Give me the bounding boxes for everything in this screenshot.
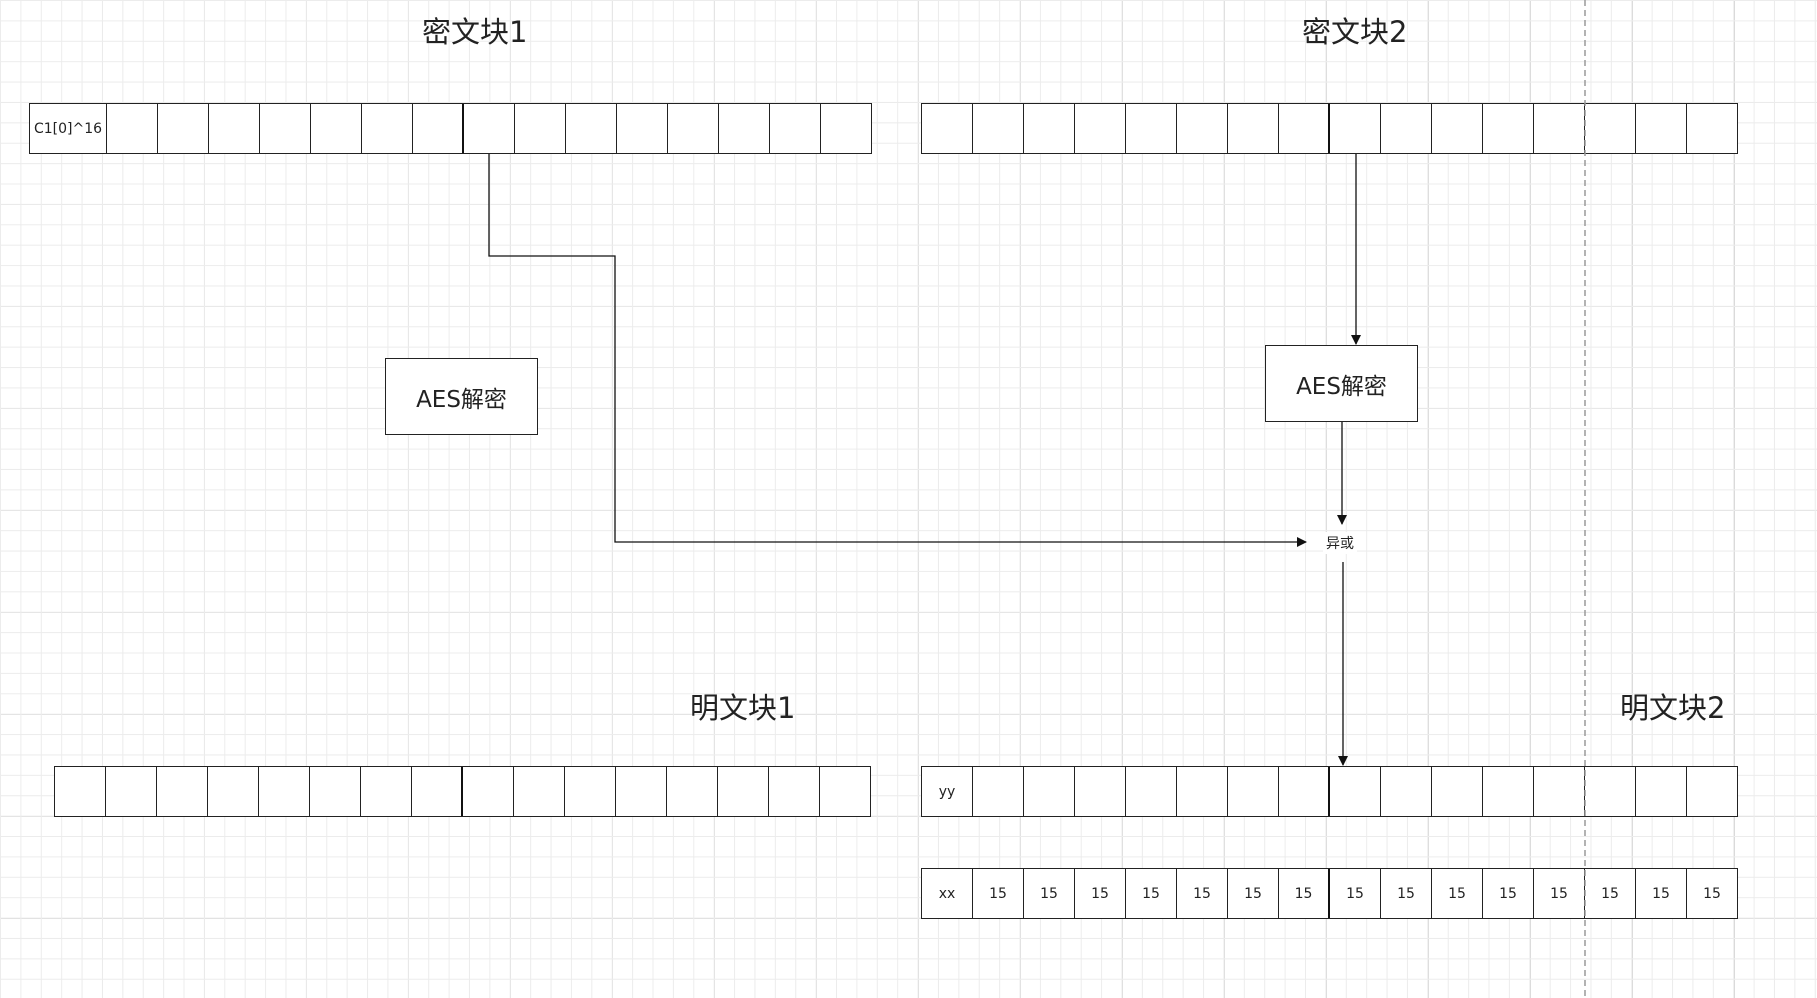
plain1-cell: [208, 767, 259, 816]
plain1-cell: [565, 767, 616, 816]
cipher2-cell: [1636, 104, 1687, 153]
plain2-cell: [1126, 767, 1177, 816]
cipher1-cell: [413, 104, 464, 153]
plain2-cell: yy: [922, 767, 973, 816]
plain2-cell: [1432, 767, 1483, 816]
padding-cell: 15: [1075, 869, 1126, 918]
padding-cell: 15: [1228, 869, 1279, 918]
cipher1-cell: [821, 104, 872, 153]
cipher1-cell: [464, 104, 515, 153]
padding-cell: 15: [1585, 869, 1636, 918]
plain1-cell: [514, 767, 565, 816]
aes-decrypt-box-1: AES解密: [385, 358, 538, 435]
plain1-cell: [157, 767, 208, 816]
padding-cell: 15: [1687, 869, 1738, 918]
cipher1-cell: [311, 104, 362, 153]
cipher2-cell: [1177, 104, 1228, 153]
cipher2-cell: [1534, 104, 1585, 153]
plain-block-1-title: 明文块1: [690, 691, 796, 725]
plain2-cell: [973, 767, 1024, 816]
plain1-cell: [769, 767, 820, 816]
cipher1-cell: C1[0]^16: [30, 104, 107, 153]
padding-cell: 15: [1279, 869, 1330, 918]
padding-cell: 15: [1483, 869, 1534, 918]
cipher2-cell: [1126, 104, 1177, 153]
cipher2-cell: [973, 104, 1024, 153]
cipher2-cell: [922, 104, 973, 153]
cipher1-cell: [668, 104, 719, 153]
plain1-cell: [463, 767, 514, 816]
plain1-cell: [55, 767, 106, 816]
plain1-cell: [616, 767, 667, 816]
cipher1-cell: [209, 104, 260, 153]
padding-cell: 15: [1636, 869, 1687, 918]
cipher2-cell: [1381, 104, 1432, 153]
plain2-cell: [1177, 767, 1228, 816]
padding-cell: 15: [1432, 869, 1483, 918]
plain1-cell: [259, 767, 310, 816]
cipher1-to-xor-line: [488, 154, 1307, 547]
cipher2-cell: [1330, 104, 1381, 153]
plain1-cell: [820, 767, 871, 816]
plain2-cell: [1381, 767, 1432, 816]
plain-block-1-cells: [54, 766, 871, 817]
plain2-cell: [1330, 767, 1381, 816]
plain2-cell: [1636, 767, 1687, 816]
cipher-block-1-cells: C1[0]^16: [29, 103, 872, 154]
plain2-cell: [1024, 767, 1075, 816]
cipher2-cell: [1483, 104, 1534, 153]
padding-cell: 15: [1126, 869, 1177, 918]
cipher2-cell: [1024, 104, 1075, 153]
aes-decrypt-box-2: AES解密: [1265, 345, 1418, 422]
cipher1-cell: [719, 104, 770, 153]
cipher2-cell: [1585, 104, 1636, 153]
xor-operation-label: 异或: [1323, 532, 1357, 554]
padding-cell: xx: [922, 869, 973, 918]
plain2-cell: [1687, 767, 1738, 816]
plain1-cell: [310, 767, 361, 816]
padding-cell: 15: [1177, 869, 1228, 918]
cipher1-cell: [158, 104, 209, 153]
padding-cell: 15: [1534, 869, 1585, 918]
plain2-cell: [1585, 767, 1636, 816]
plain2-cell: [1534, 767, 1585, 816]
cipher-block-2-title: 密文块2: [1302, 15, 1408, 49]
cipher-block-1-title: 密文块1: [422, 15, 528, 49]
padding-cell: 15: [1381, 869, 1432, 918]
plain2-cell: [1279, 767, 1330, 816]
plain1-cell: [361, 767, 412, 816]
padding-cell: 15: [973, 869, 1024, 918]
padding-cell: 15: [1024, 869, 1075, 918]
cipher2-cell: [1228, 104, 1279, 153]
plain2-cell: [1483, 767, 1534, 816]
cipher2-cell: [1687, 104, 1738, 153]
cipher1-cell: [770, 104, 821, 153]
cipher2-cell: [1075, 104, 1126, 153]
cipher1-cell: [617, 104, 668, 153]
cipher2-cell: [1432, 104, 1483, 153]
cipher2-cell: [1279, 104, 1330, 153]
plain-block-2-title: 明文块2: [1620, 691, 1726, 725]
cipher-block-2-cells: [921, 103, 1738, 154]
plain-block-2-cells: yy: [921, 766, 1738, 817]
padding-cell: 15: [1330, 869, 1381, 918]
cipher1-cell: [515, 104, 566, 153]
plain2-cell: [1228, 767, 1279, 816]
cipher1-cell: [566, 104, 617, 153]
cipher1-cell: [260, 104, 311, 153]
plain1-cell: [412, 767, 463, 816]
plain1-cell: [718, 767, 769, 816]
plain1-cell: [667, 767, 718, 816]
cipher1-cell: [362, 104, 413, 153]
cipher1-cell: [107, 104, 158, 153]
plain1-cell: [106, 767, 157, 816]
plain2-cell: [1075, 767, 1126, 816]
